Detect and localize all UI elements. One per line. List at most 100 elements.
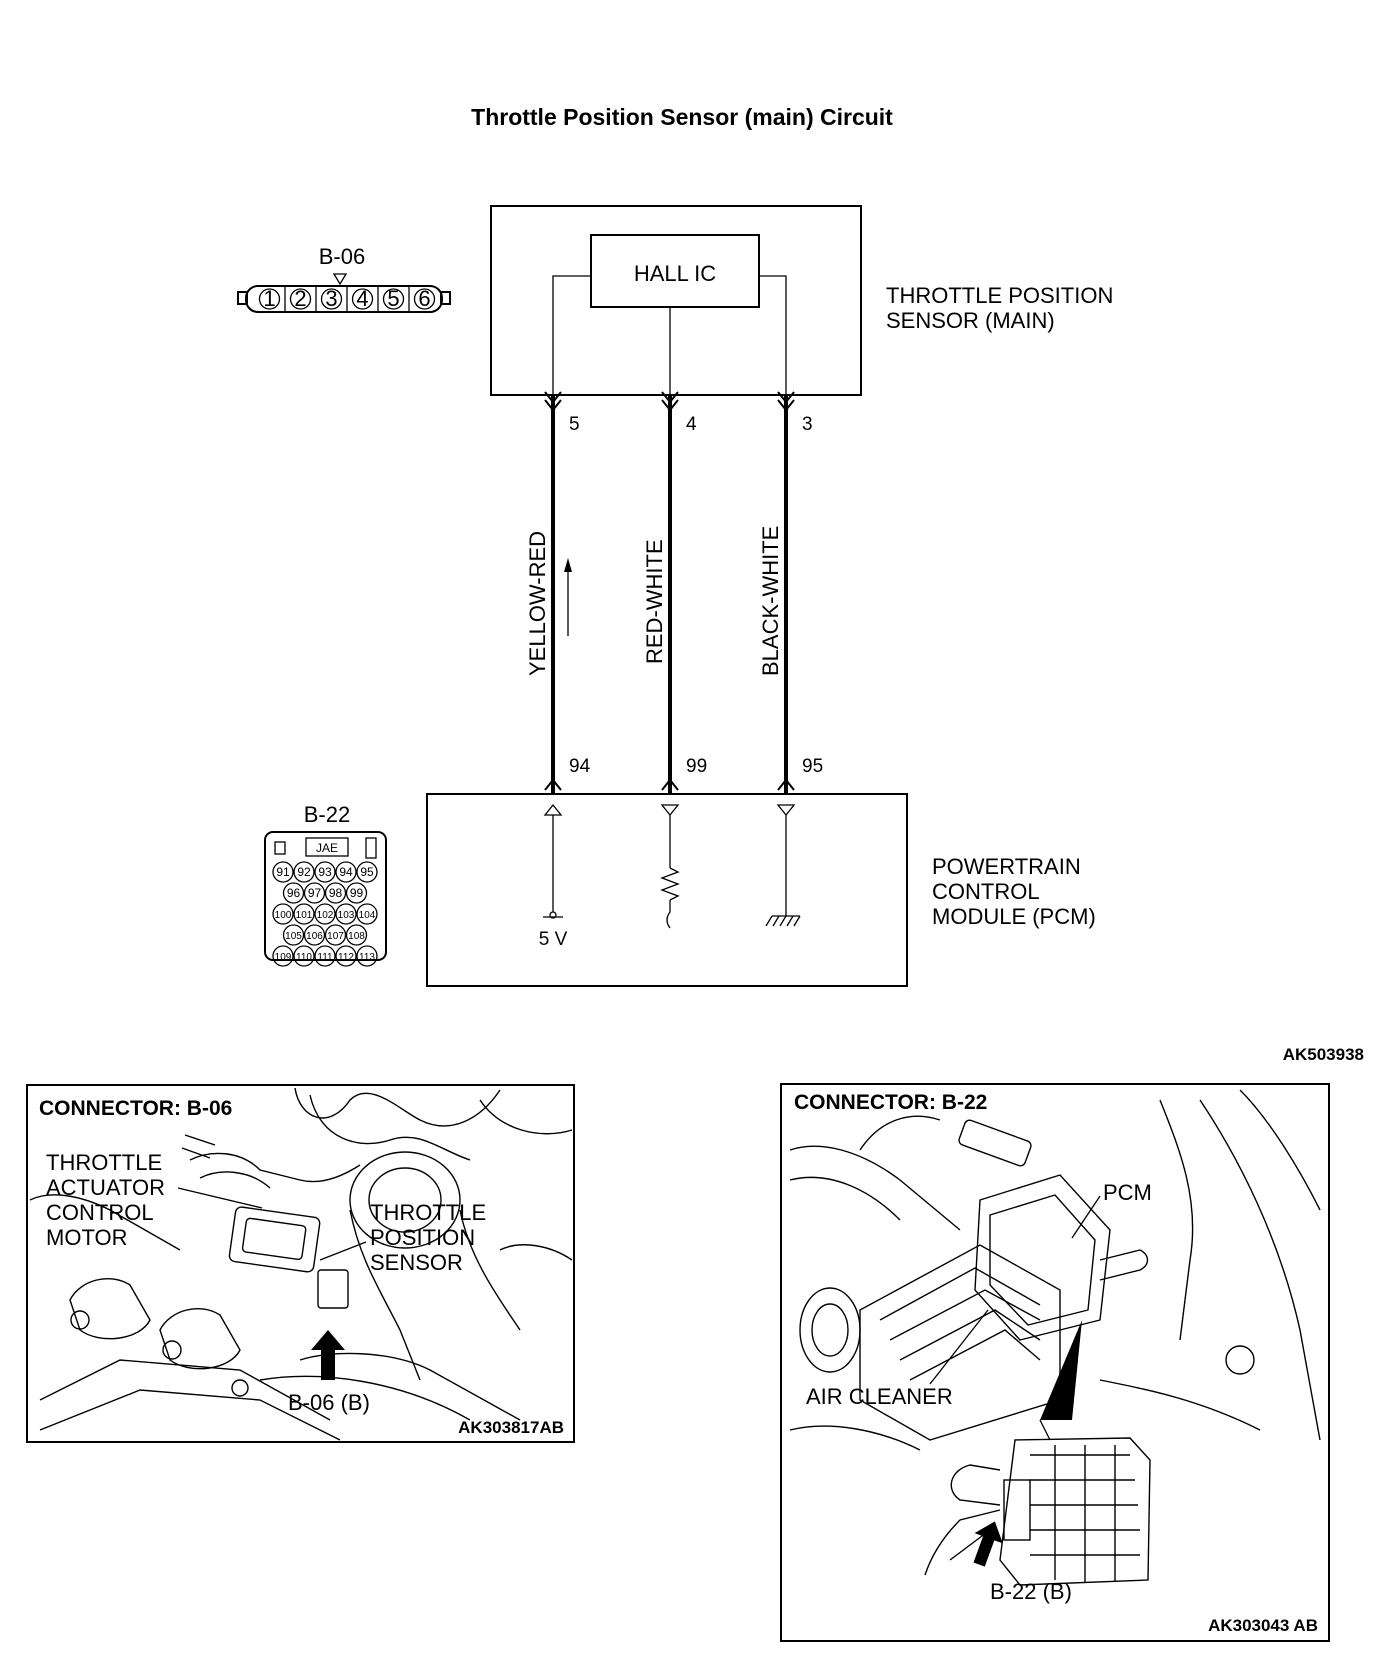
pcm-pin-94: 94	[569, 756, 591, 777]
b22-pin-97: 97	[303, 882, 326, 904]
wire-color-yellow-red: YELLOW-RED	[525, 531, 550, 676]
photo-pcm-label: PCM	[1103, 1180, 1152, 1205]
b22-pin-103: 103	[335, 903, 357, 925]
pcm-block: 5 V POWERTRAIN CONTROL MODULE (PCM)	[426, 793, 1096, 987]
actuator-label-line2: ACTUATOR	[46, 1175, 165, 1200]
tps-photo-label-line2: POSITION	[370, 1225, 475, 1250]
b06-pin-label: 4	[356, 286, 368, 311]
b06-pin-label: 1	[263, 286, 275, 311]
b22-pin-label: 112	[338, 952, 354, 963]
b06-pin-label: 5	[387, 286, 399, 311]
b22-pin-102: 102	[314, 903, 336, 925]
wire-color-red-white: RED-WHITE	[642, 539, 667, 664]
b22-pin-label: 97	[308, 886, 322, 900]
b22-pin-label: 107	[327, 931, 344, 942]
b22-pin-108: 108	[345, 924, 368, 946]
b22-pin-104: 104	[356, 903, 378, 925]
photo-b22-heading: CONNECTOR: B-22	[794, 1091, 987, 1114]
b06-pin-1: 1	[258, 286, 281, 311]
b22-pin-107: 107	[324, 924, 347, 946]
b06-pin-label: 2	[294, 286, 306, 311]
photo-panel-b22: CONNECTOR: B-22 PCM AIR CLEANER B-22 (B)…	[780, 1083, 1330, 1642]
tps-photo-label-line1: THROTTLE	[370, 1200, 486, 1225]
wire-harness: 5 4 3 YELLOW-RED RED-WHITE BLACK-WHITE 9…	[525, 391, 823, 794]
b22-pin-label: 101	[296, 910, 313, 921]
pcm-label-line2: CONTROL	[932, 879, 1040, 904]
b22-pin-label: 96	[287, 886, 301, 900]
photo-b22-code: AK303043 AB	[1208, 1616, 1318, 1635]
b22-pin-label: 93	[318, 865, 332, 879]
pcm-pin-95: 95	[802, 756, 823, 777]
hall-ic-label: HALL IC	[634, 261, 716, 286]
pcm-pin-99: 99	[686, 756, 707, 777]
b22-pin-label: 110	[296, 952, 312, 963]
b22-pin-label: 95	[360, 865, 374, 879]
pcm-label-line1: POWERTRAIN	[932, 854, 1081, 879]
b22-pin-99: 99	[345, 882, 368, 904]
throttle-position-sensor-block: HALL IC THROTTLE POSITION SENSOR (MAIN)	[490, 205, 1113, 396]
b06-pin-4: 4	[346, 286, 374, 311]
b22-pin-label: 108	[348, 931, 365, 942]
diagram-ref-code: AK503938	[1283, 1045, 1364, 1064]
diagram-title: Throttle Position Sensor (main) Circuit	[471, 104, 893, 130]
b22-pin-label: 99	[350, 886, 364, 900]
engine-line-art-b22	[789, 1089, 1321, 1586]
b22-pin-label: 106	[306, 931, 323, 942]
tps-photo-label-line3: SENSOR	[370, 1250, 463, 1275]
b22-pin-label: 91	[276, 865, 290, 879]
sensor-label-line1: THROTTLE POSITION	[886, 283, 1113, 308]
b06-pin-5: 5	[377, 286, 405, 311]
b22-pin-93: 93	[314, 861, 336, 883]
b22-pin-100: 100	[272, 903, 294, 925]
sensor-pin-5: 5	[569, 414, 580, 435]
pcm-supply-label: 5 V	[539, 929, 568, 950]
b06-pin-2: 2	[284, 286, 312, 311]
b22-pin-110: 110	[293, 945, 315, 967]
b22-pin-label: 102	[317, 910, 334, 921]
b22-pin-95: 95	[356, 861, 378, 883]
wire-color-black-white: BLACK-WHITE	[758, 526, 783, 676]
sensor-pin-4: 4	[686, 414, 697, 435]
b06-pin-3: 3	[315, 286, 343, 311]
b22-pin-label: 92	[297, 865, 311, 879]
b22-pin-101: 101	[293, 903, 315, 925]
b22-pin-label: 111	[317, 952, 333, 963]
b22-pin-92: 92	[293, 861, 315, 883]
b22-pin-label: 98	[329, 886, 343, 900]
photo-b06-code: AK303817AB	[458, 1418, 564, 1437]
photo-b22-connector-label: B-22 (B)	[990, 1579, 1072, 1604]
b22-pin-96: 96	[282, 882, 305, 904]
b06-pin-label: 3	[325, 286, 337, 311]
b22-pin-113: 113	[356, 945, 378, 967]
sensor-label-line2: SENSOR (MAIN)	[886, 308, 1055, 333]
b22-pin-label: 100	[275, 910, 292, 921]
b22-pin-label: 103	[338, 910, 355, 921]
b22-pin-label: 105	[285, 931, 302, 942]
b06-pin-label: 6	[418, 286, 430, 311]
b22-pin-label: 109	[275, 952, 292, 963]
pcm-label-line3: MODULE (PCM)	[932, 904, 1096, 929]
b22-pin-106: 106	[303, 924, 326, 946]
connector-b06-pointer-arrow	[311, 1330, 345, 1380]
engine-line-art-b06	[29, 1087, 573, 1441]
b22-pin-94: 94	[335, 861, 357, 883]
actuator-label-line4: MOTOR	[46, 1225, 127, 1250]
photo-air-cleaner-label: AIR CLEANER	[806, 1384, 953, 1409]
b22-pin-109: 109	[272, 945, 294, 967]
connector-b22-maker: JAE	[316, 841, 338, 855]
b22-pin-105: 105	[282, 924, 305, 946]
b22-pin-label: 104	[359, 910, 376, 921]
photo-b06-connector-label: B-06 (B)	[288, 1390, 370, 1415]
connector-b06-name: B-06	[319, 244, 365, 269]
zoom-pointer-wedge	[1040, 1320, 1082, 1420]
b22-pin-label: 113	[359, 952, 375, 963]
b22-pin-91: 91	[272, 861, 294, 883]
b06-pin-6: 6	[408, 286, 436, 311]
actuator-label-line3: CONTROL	[46, 1200, 154, 1225]
photo-panel-b06: CONNECTOR: B-06 THROTTLE ACTUATOR CONTRO…	[26, 1084, 575, 1443]
b22-pin-112: 112	[335, 945, 357, 967]
connector-b22-pointer-arrow	[973, 1521, 1003, 1567]
